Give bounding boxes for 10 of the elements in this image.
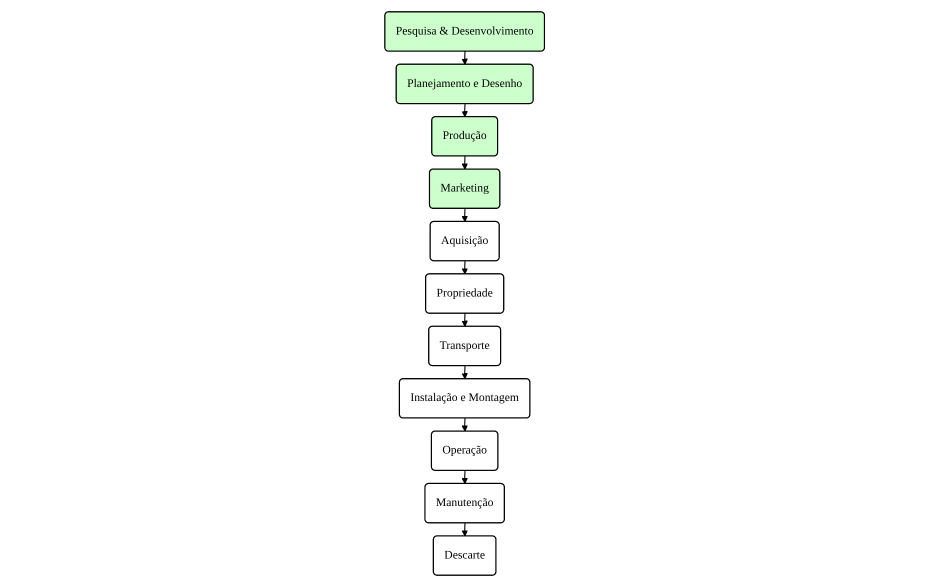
arrow [462, 261, 468, 274]
arrow [462, 313, 468, 327]
arrow [462, 104, 468, 118]
arrow [462, 366, 468, 380]
arrow [462, 470, 468, 484]
arrow [462, 418, 468, 432]
arrow [462, 51, 468, 65]
arrow [462, 208, 468, 222]
arrow [462, 523, 468, 537]
arrow [462, 156, 468, 170]
